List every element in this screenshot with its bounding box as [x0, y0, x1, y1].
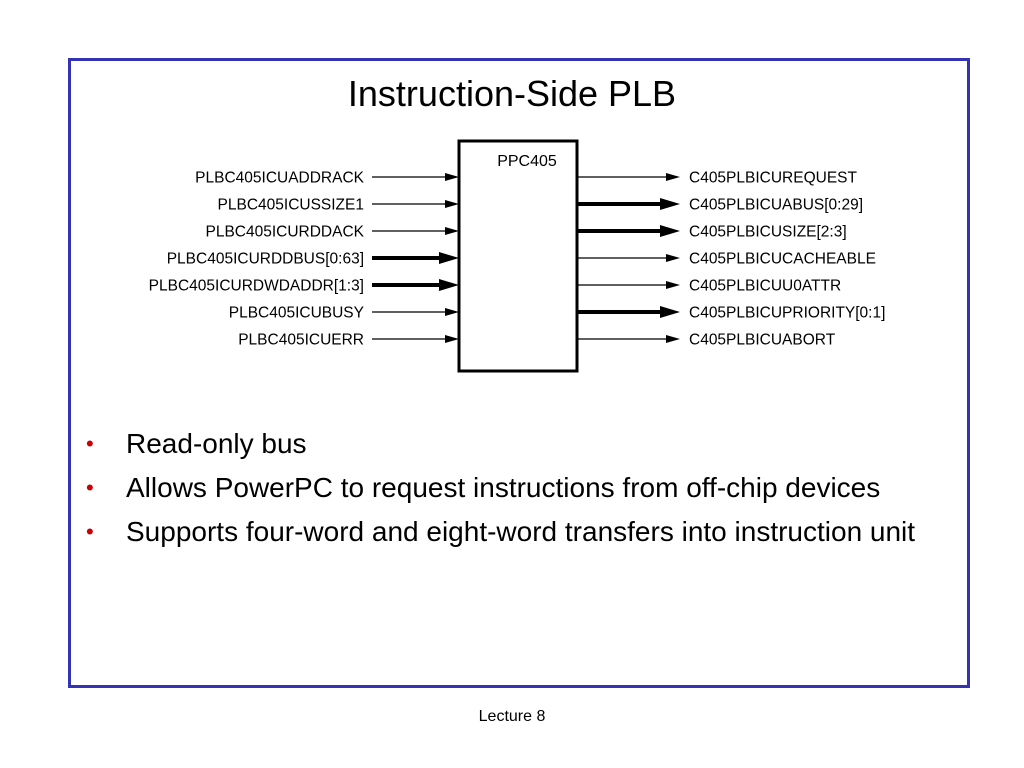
input-signal-label: PLBC405ICUERR	[238, 332, 364, 349]
input-signal-label: PLBC405ICURDDACK	[206, 224, 365, 241]
input-signal-arrowhead	[445, 173, 459, 181]
ppc405-plb-diagram: PPC405 PLBC405ICUADDRACK PLBC405ICUSSIZE1…	[149, 139, 885, 373]
output-signal-arrowhead	[660, 198, 680, 210]
input-signal-arrowhead	[445, 200, 459, 208]
output-signals: C405PLBICUREQUEST C405PLBICUABUS[0:29] C40…	[577, 170, 885, 349]
slide-title: Instruction-Side PLB	[347, 73, 677, 114]
bullet-item: • Allows PowerPC to request instructions…	[86, 470, 946, 506]
ppc405-block	[457, 139, 579, 373]
input-signal-label: PLBC405ICUADDRACK	[195, 170, 364, 187]
bullet-text: Read-only bus	[126, 428, 307, 459]
bullet-item: • Read-only bus	[86, 426, 946, 462]
bullet-item: • Supports four-word and eight-word tran…	[86, 514, 946, 550]
output-signal-arrowhead	[660, 225, 680, 237]
input-signal-label: PLBC405ICUBUSY	[229, 305, 364, 322]
input-signal-arrowhead	[445, 308, 459, 316]
input-signal-arrowhead	[445, 227, 459, 235]
output-signal-label: C405PLBICUREQUEST	[689, 170, 858, 187]
output-signal-arrowhead	[666, 335, 680, 343]
output-signal-label: C405PLBICUABORT	[689, 332, 836, 349]
input-signal-label: PLBC405ICURDWDADDR[1:3]	[149, 278, 364, 295]
output-signal-label: C405PLBICUCACHEABLE	[689, 251, 876, 268]
bullet-list: • Read-only bus • Allows PowerPC to requ…	[86, 426, 946, 558]
bullet-text: Supports four-word and eight-word transf…	[126, 516, 916, 547]
ppc405-block-label: PPC405	[497, 153, 557, 170]
output-signal-arrowhead	[666, 281, 680, 289]
output-signal-label: C405PLBICUU0ATTR	[689, 278, 841, 295]
output-signal-arrowhead	[666, 254, 680, 262]
slide-footer: Lecture 8	[478, 708, 546, 725]
input-signal-arrowhead	[439, 279, 459, 291]
bullet-icon: •	[86, 475, 94, 500]
input-signal-label: PLBC405ICURDDBUS[0:63]	[167, 251, 364, 268]
input-signal-arrowhead	[445, 335, 459, 343]
slide-frame	[68, 58, 970, 688]
output-signal-label: C405PLBICUABUS[0:29]	[689, 197, 863, 214]
input-signal-arrowhead	[439, 252, 459, 264]
output-signal-label: C405PLBICUSIZE[2:3]	[689, 224, 847, 241]
output-signal-label: C405PLBICUPRIORITY[0:1]	[689, 305, 885, 322]
bullet-icon: •	[86, 519, 94, 544]
bullet-text: Allows PowerPC to request instructions f…	[126, 472, 881, 503]
output-signal-arrowhead	[660, 306, 680, 318]
bullet-icon: •	[86, 431, 94, 456]
input-signal-label: PLBC405ICUSSIZE1	[218, 197, 364, 214]
input-signals: PLBC405ICUADDRACK PLBC405ICUSSIZE1PLBC405…	[149, 170, 459, 349]
output-signal-arrowhead	[666, 173, 680, 181]
